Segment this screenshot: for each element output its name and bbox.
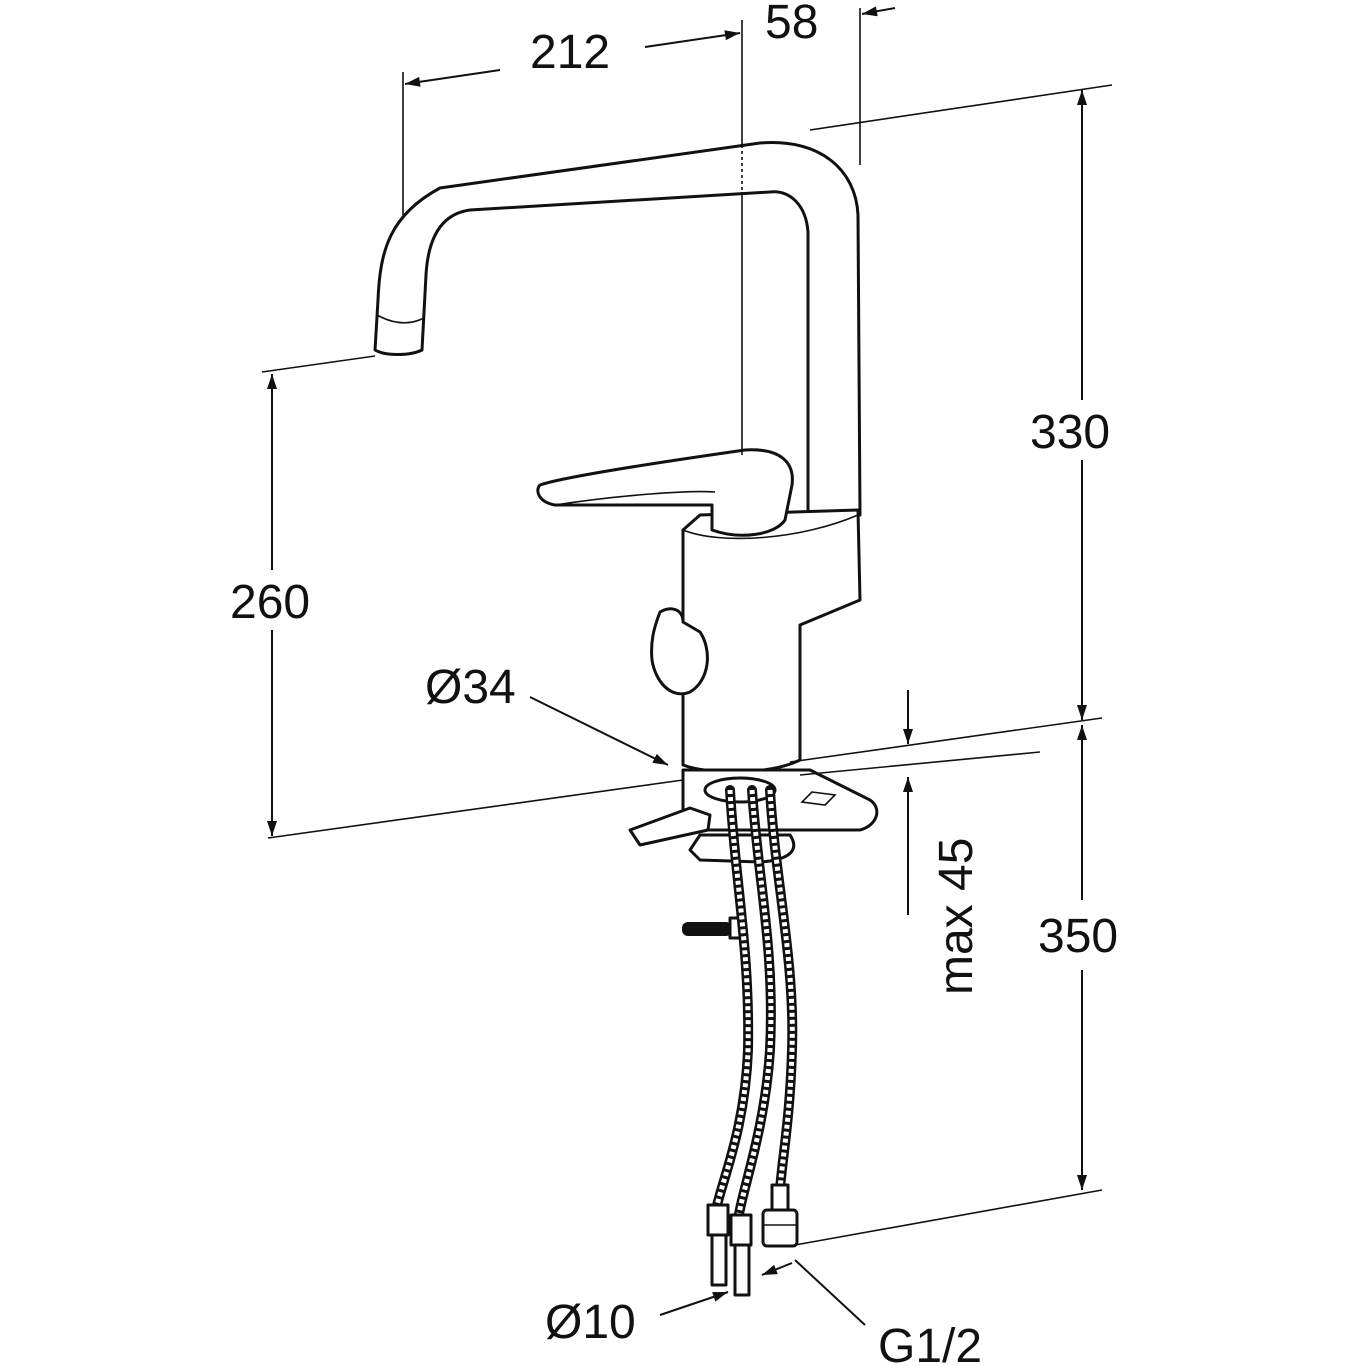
dim-hose-length: 350	[1038, 910, 1118, 963]
mounting-tab	[628, 806, 712, 847]
spout	[373, 140, 862, 517]
threaded-stud-handle	[682, 922, 732, 936]
diverter-knob	[650, 607, 709, 696]
dim-body-offset: 58	[765, 0, 818, 49]
hose-fittings	[706, 1183, 799, 1297]
supply-hoses	[711, 785, 798, 1225]
dim-base-diameter: Ø34	[425, 661, 516, 714]
dim-spout-height: 260	[230, 576, 310, 629]
dim-spout-reach: 212	[530, 26, 610, 79]
dim-connection-thread: G1/2	[878, 1320, 982, 1366]
faucet	[373, 140, 879, 1297]
faucet-body	[681, 508, 862, 774]
mounting-plate	[681, 768, 879, 832]
dim-hose-diameter: Ø10	[545, 1296, 636, 1349]
dimension-lines	[261, 6, 1113, 1326]
spout-nozzle	[376, 314, 425, 324]
dim-total-height: 330	[1030, 406, 1110, 459]
dim-max-thickness: max 45	[930, 838, 983, 995]
